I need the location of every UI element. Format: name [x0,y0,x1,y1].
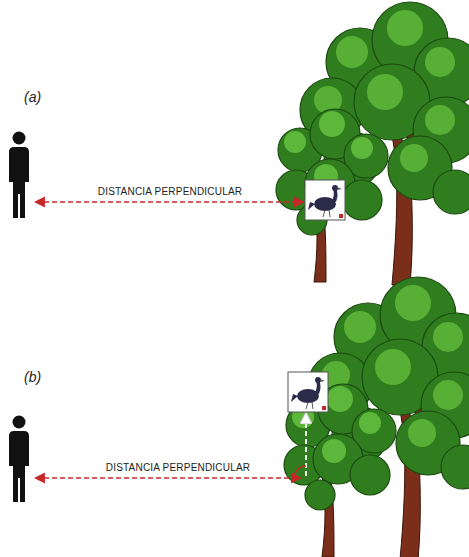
observer-b [9,416,29,503]
bird-a [305,180,345,220]
distance-label: DISTANCIA PERPENDICULAR [104,462,252,474]
panel-letter: (b) [24,369,41,385]
distance-label: DISTANCIA PERPENDICULAR [96,186,244,198]
bird-b [288,372,328,412]
trees-b [284,277,469,557]
trees-a [276,2,469,285]
distance-arrow [36,477,300,479]
distance-arrow [36,201,303,203]
panel-letter: (a) [24,89,41,105]
right-angle-mark [294,466,306,478]
observer-a [9,132,29,219]
